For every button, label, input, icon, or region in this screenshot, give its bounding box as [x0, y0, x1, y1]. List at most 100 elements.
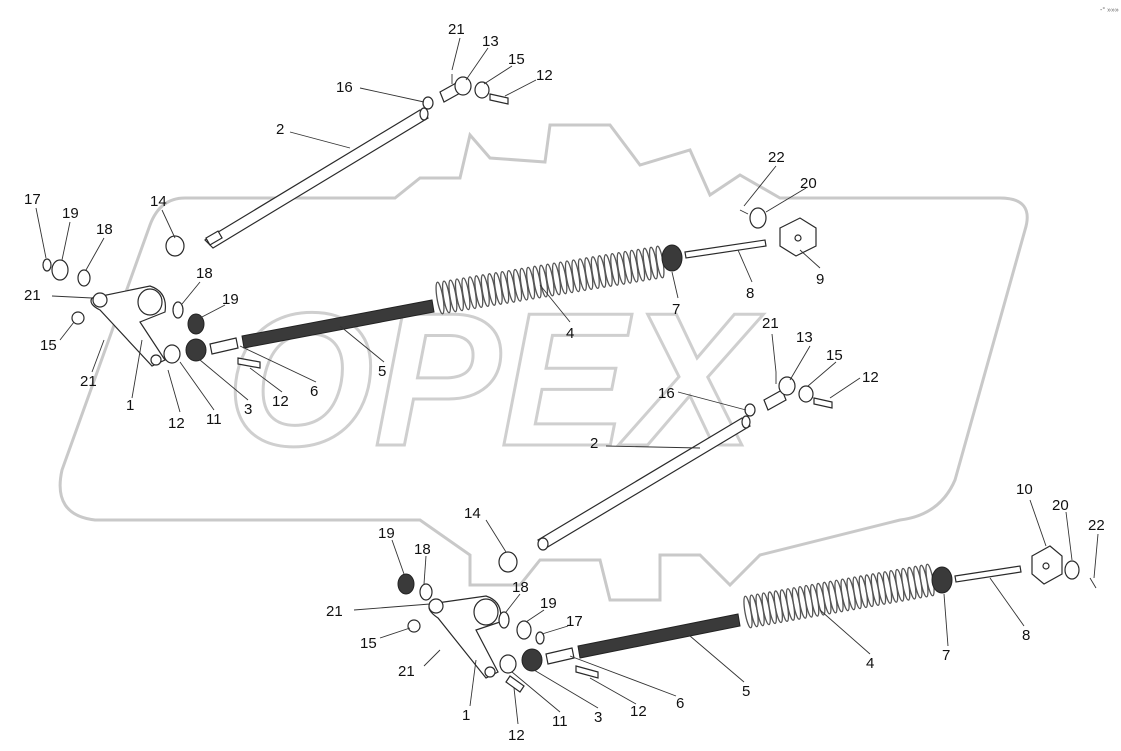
split-pin-22-bottom: [1089, 577, 1097, 589]
label-21: 21: [398, 663, 415, 680]
spring-coil: [773, 590, 784, 624]
label-11: 11: [552, 713, 568, 730]
label-1: 1: [126, 397, 134, 414]
label-17: 17: [24, 191, 41, 208]
label-7: 7: [672, 301, 680, 318]
label-2: 2: [590, 435, 598, 452]
label-19: 19: [222, 291, 239, 308]
label-18: 18: [196, 265, 213, 282]
washer-20-top: [749, 207, 767, 229]
label-15: 15: [40, 337, 57, 354]
lever-arm-1-top: [90, 285, 167, 367]
spring-coil: [913, 565, 923, 599]
leader-lines-bottom: [353, 333, 1099, 725]
rod-end-11-bottom: [499, 654, 517, 674]
pin-12-bottom-b: [505, 675, 525, 693]
spring-coil: [809, 583, 820, 617]
nut-3-bottom: [521, 648, 543, 672]
spring-coil: [900, 567, 911, 601]
label-18: 18: [414, 541, 431, 558]
label-9: 9: [816, 271, 824, 288]
spring-coil: [852, 576, 862, 610]
label-19: 19: [378, 525, 395, 542]
leader-lines-top: [35, 37, 821, 413]
watermark-logo: OPEX: [58, 123, 1029, 602]
label-20: 20: [1052, 497, 1069, 514]
label-21: 21: [80, 373, 97, 390]
spring-coil: [907, 566, 917, 600]
washer-20-bottom: [1064, 560, 1080, 580]
circlip-18-bottom-b: [498, 611, 510, 629]
label-15: 15: [508, 51, 525, 68]
label-21: 21: [762, 315, 779, 332]
spring-coil: [882, 571, 893, 604]
label-19: 19: [540, 595, 557, 612]
block-10: [1031, 545, 1063, 585]
spring-cap-7-top: [661, 244, 683, 272]
spring-coil: [919, 564, 929, 598]
spring-coil: [828, 580, 838, 614]
bearing-19-top-a: [51, 259, 69, 281]
label-13: 13: [796, 329, 813, 346]
spring-coil: [767, 591, 778, 625]
spring-coil: [894, 568, 905, 602]
spring-coil: [779, 589, 790, 623]
spring-coil: [803, 584, 814, 618]
nut-3-top: [185, 338, 207, 362]
label-18: 18: [512, 579, 529, 596]
rod-8-bottom: [954, 565, 1022, 583]
block-9: [779, 217, 817, 257]
label-11: 11: [206, 411, 222, 428]
label-14: 14: [150, 193, 167, 210]
threaded-rod-5-bottom: [577, 613, 741, 659]
spring-coil: [888, 569, 899, 603]
bearing-19-top-b: [187, 313, 205, 335]
label-8: 8: [1022, 627, 1030, 644]
label-12: 12: [862, 369, 879, 386]
top-assembly: 16 2 21 13 15 12 17 19 18 14 18 19 21 15…: [24, 21, 824, 432]
label-21: 21: [24, 287, 41, 304]
pin-12-top: [237, 357, 261, 369]
bearing-19-bottom-a: [397, 573, 415, 595]
label-12: 12: [630, 703, 647, 720]
rod-end-14-bottom: [498, 551, 518, 573]
nut-16-bottom: [744, 403, 756, 417]
label-20: 20: [800, 175, 817, 192]
label-19: 19: [62, 205, 79, 222]
label-12: 12: [168, 415, 185, 432]
label-5: 5: [742, 683, 750, 700]
clevis-13-top: [439, 74, 509, 105]
washer-17-bottom: [535, 631, 545, 645]
bush-15-bottom: [407, 619, 421, 633]
spring-cap-7-bottom: [931, 566, 953, 594]
spring-coil: [797, 585, 808, 619]
spring-4-top: [435, 245, 665, 315]
label-16: 16: [336, 79, 353, 96]
rod-end-11-top: [163, 344, 181, 364]
part-labels-top: 16 2 21 13 15 12 17 19 18 14 18 19 21 15…: [24, 21, 824, 432]
bush-15-top: [71, 311, 85, 325]
label-16: 16: [658, 385, 675, 402]
circlip-18-top-a: [77, 269, 91, 287]
label-7: 7: [942, 647, 950, 664]
label-2: 2: [276, 121, 284, 138]
label-4: 4: [866, 655, 874, 672]
label-22: 22: [1088, 517, 1105, 534]
spring-coil: [761, 592, 771, 626]
label-6: 6: [310, 383, 318, 400]
rod-2-bottom: [537, 415, 751, 551]
rod-8-top: [684, 239, 767, 259]
bottom-assembly: 16 2 21 13 15 12 14 19 18 18 19 17 21 15…: [326, 315, 1105, 744]
spring-coil: [858, 575, 869, 609]
pin-12-bottom: [575, 665, 599, 679]
circlip-18-top-b: [172, 301, 184, 319]
spring-coil: [834, 579, 844, 613]
watermark-gear-outline: [58, 123, 1029, 602]
label-17: 17: [566, 613, 583, 630]
rod-2-top: [204, 107, 429, 249]
adapter-6-top: [209, 337, 239, 355]
label-10: 10: [1016, 481, 1033, 498]
label-21: 21: [448, 21, 465, 38]
washer-17-top: [42, 258, 52, 272]
